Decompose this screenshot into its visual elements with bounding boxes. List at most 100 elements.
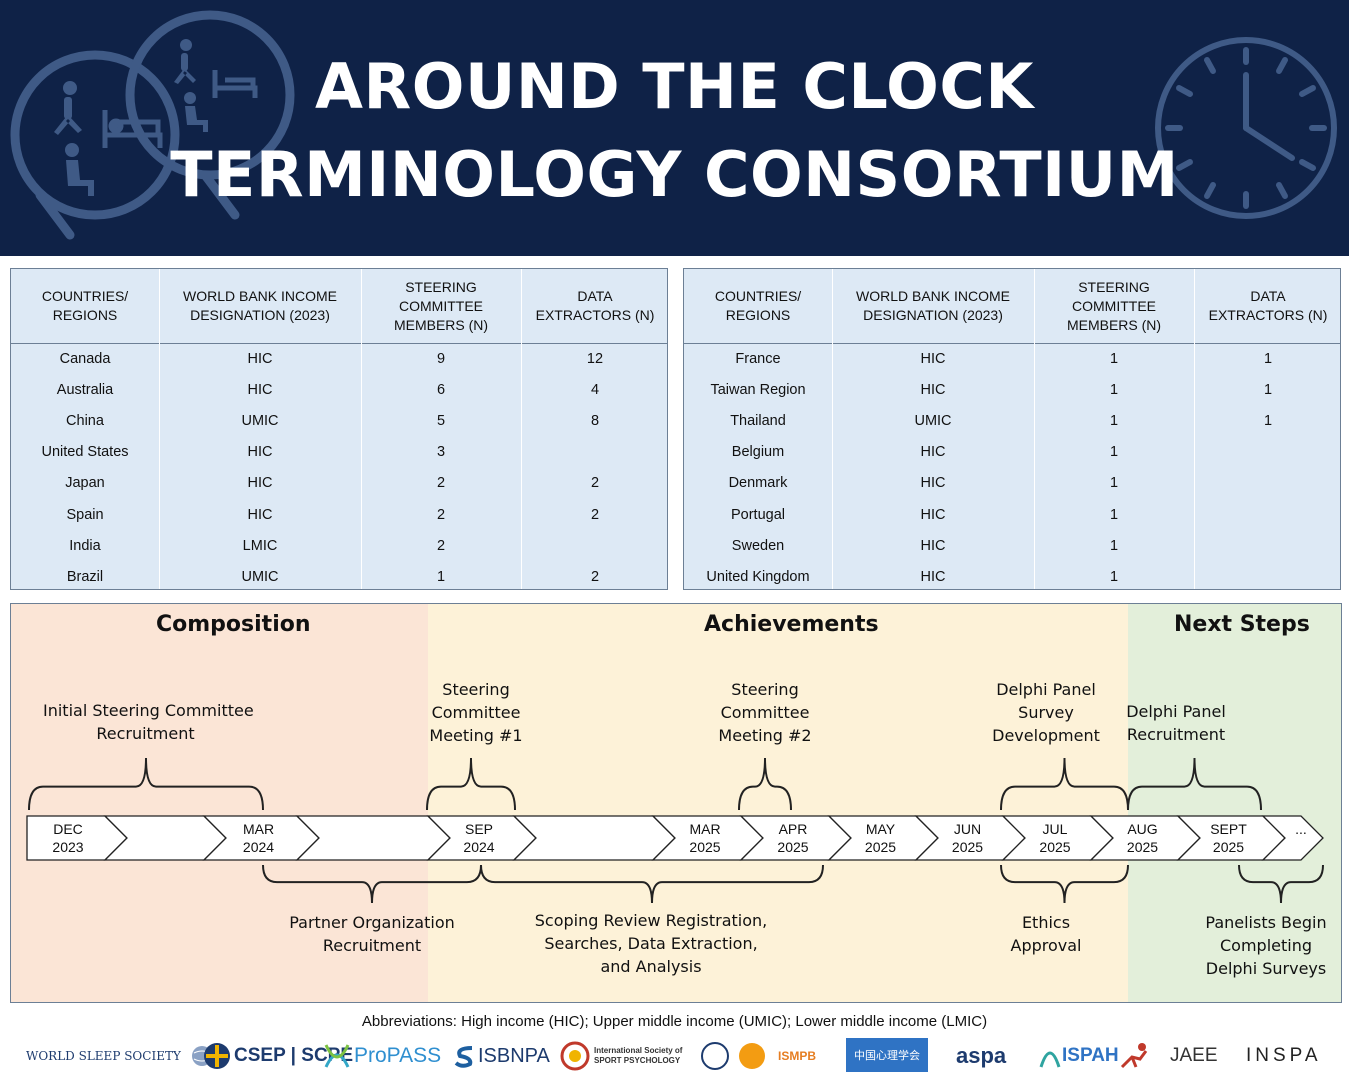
- cell-income: UMIC: [241, 568, 279, 585]
- clock-icon: [1155, 37, 1337, 219]
- curly-brace-below: [1238, 864, 1324, 904]
- cell-country: China: [66, 412, 104, 429]
- cell-income: HIC: [247, 381, 273, 398]
- header-banner: AROUND THE CLOCK TERMINOLOGY CONSORTIUM: [0, 0, 1349, 256]
- cell-extractors: [521, 530, 669, 561]
- title-line-2: TERMINOLOGY CONSORTIUM: [170, 138, 1179, 211]
- logo-propass: ProPASS: [322, 1040, 441, 1072]
- cell-income: HIC: [247, 475, 273, 492]
- propass-swirl-icon: [324, 1044, 350, 1068]
- title-line-1: AROUND THE CLOCK: [315, 50, 1034, 123]
- cell-country: Sweden: [731, 537, 785, 554]
- chevron-month: SEP: [464, 821, 493, 837]
- cell-income: HIC: [247, 350, 273, 367]
- abbreviations-text: Abbreviations: High income (HIC); Upper …: [361, 1013, 988, 1030]
- magnifier-icon: [10, 10, 295, 240]
- logo-chinese-psych-society: 中国心理学会: [846, 1038, 928, 1072]
- logo-jaee: JAEE: [1170, 1045, 1218, 1066]
- chevron-month: AUG: [1127, 821, 1158, 837]
- cell-steering: 1: [1109, 350, 1119, 367]
- ispah-arc-icon: [1039, 1051, 1061, 1068]
- cell-extractors: 2: [590, 506, 600, 523]
- table-row: Portugal HIC 1: [684, 499, 1340, 530]
- column-separator: [159, 269, 160, 589]
- timeline-graphics: [26, 757, 1324, 904]
- cell-extractors: [521, 437, 669, 468]
- column-header-extractors: DATA EXTRACTORS (N): [535, 288, 655, 323]
- logo-world-sleep-society: WORLD SLEEP SOCIETY: [26, 1040, 219, 1072]
- cell-steering: 1: [1109, 412, 1119, 429]
- maple-shield-icon: [204, 1043, 230, 1069]
- cell-extractors: [1194, 468, 1342, 499]
- chevron-year: 2025: [864, 839, 897, 855]
- cell-steering: 1: [436, 568, 446, 585]
- logo-issp: International Society of SPORT PSYCHOLOG…: [560, 1040, 689, 1072]
- logo-isbnpa: ISBNPA: [452, 1040, 550, 1072]
- cell-income: LMIC: [242, 537, 278, 554]
- chevron-year: 2025: [1039, 839, 1071, 855]
- cell-steering: 1: [1109, 381, 1119, 398]
- phase-next-steps: [1128, 604, 1341, 1002]
- runner-red-icon: [1120, 1043, 1148, 1069]
- curly-brace-above: [1127, 757, 1262, 811]
- cell-steering: 1: [1109, 506, 1119, 523]
- cell-steering: 1: [1109, 444, 1119, 461]
- cell-country: Thailand: [730, 412, 786, 429]
- column-header-extractors: DATA EXTRACTORS (N): [1208, 288, 1328, 323]
- cell-extractors: [1194, 561, 1342, 592]
- cell-country: India: [69, 537, 101, 554]
- logo-csep: CSEP | SCPE: [202, 1040, 353, 1072]
- curly-brace-below: [262, 864, 482, 904]
- cell-income: HIC: [920, 568, 946, 585]
- cell-country: Portugal: [730, 506, 785, 523]
- cell-steering: 9: [436, 350, 446, 367]
- chevron-month: JUN: [953, 821, 982, 837]
- curly-brace-above: [738, 757, 792, 811]
- chevron-month: ...: [1295, 821, 1307, 837]
- column-header-country: COUNTRIES/ REGIONS: [41, 288, 129, 323]
- cell-country: Belgium: [731, 444, 785, 461]
- cell-extractors: 4: [590, 381, 600, 398]
- cell-extractors: 8: [590, 412, 600, 429]
- walking-person-icon: [54, 39, 196, 135]
- chevron-month: APR: [778, 821, 808, 837]
- column-separator: [361, 269, 362, 589]
- cell-country: Taiwan Region: [710, 381, 806, 398]
- timeline-chevron: [1261, 815, 1324, 861]
- runner-badge-icons: [701, 1042, 765, 1070]
- column-header-country: COUNTRIES/ REGIONS: [714, 288, 802, 323]
- column-header-steering: STEERING COMMITTEE MEMBERS (N): [393, 278, 489, 333]
- logo-runner-badges: [700, 1040, 770, 1072]
- cell-steering: 1: [1109, 568, 1119, 585]
- cell-income: UMIC: [241, 412, 279, 429]
- curly-brace-above: [426, 757, 516, 811]
- chevron-year: 2025: [1126, 839, 1159, 855]
- cell-country: Australia: [56, 381, 114, 398]
- cell-extractors: [1194, 499, 1342, 530]
- cell-income: HIC: [920, 506, 946, 523]
- column-separator: [1194, 269, 1195, 589]
- column-separator: [521, 269, 522, 589]
- chevron-year: 2025: [1212, 839, 1245, 855]
